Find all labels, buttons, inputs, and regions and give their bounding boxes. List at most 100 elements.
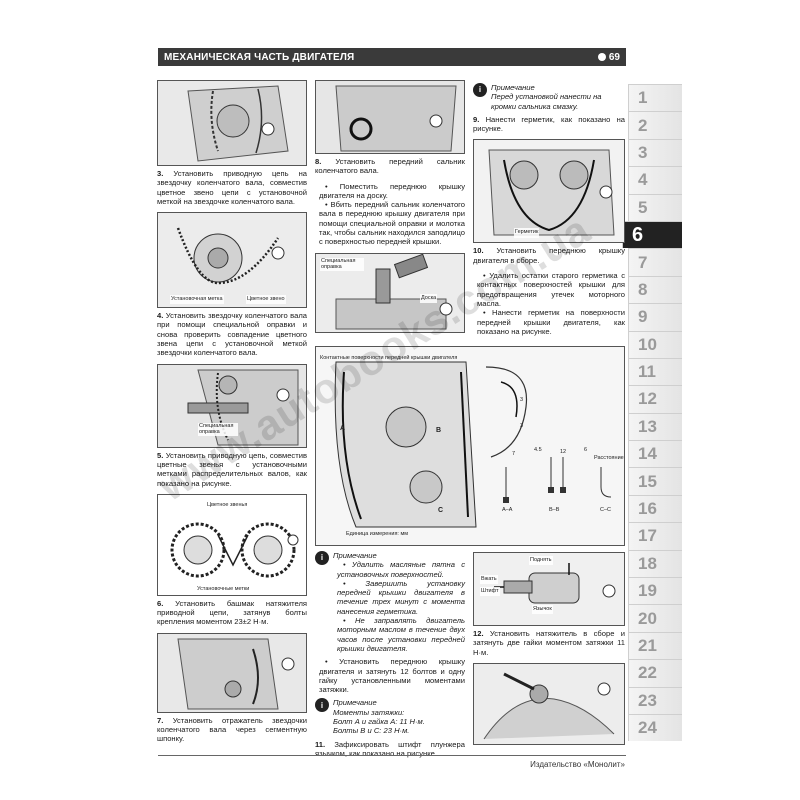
chapter-tab-17[interactable]: 17 xyxy=(628,522,682,550)
figure-sealant: Герметик xyxy=(473,139,625,244)
note-icon: i xyxy=(315,551,329,565)
step-6: 6. Установить башмак натяжителя приводно… xyxy=(157,598,307,627)
lower-middle-text: i Примечание • Удалить масляные пятна с … xyxy=(315,548,465,764)
note-text: Перед установкой нанести на кромки сальн… xyxy=(491,92,602,111)
chapter-tab-14[interactable]: 14 xyxy=(628,440,682,468)
figure-front-cover xyxy=(315,80,465,154)
note-title: Примечание xyxy=(333,551,377,560)
lower-right-column: Поднять Вжать Штифт Язычок 12. Установит… xyxy=(473,552,625,745)
chapter-tab-16[interactable]: 16 xyxy=(628,494,682,523)
step-8: 8. Установить передний сальник коленчато… xyxy=(315,157,465,176)
chapter-tab-8[interactable]: 8 xyxy=(628,275,682,304)
label-b: B xyxy=(436,427,442,434)
torque-bc: Болты В и С: 23 Н·м. xyxy=(333,726,410,736)
step-10-bullet-1: • Удалить остатки старого герметика с ко… xyxy=(477,271,625,308)
step-7: 7. Установить отражатель звездочки колен… xyxy=(157,715,307,744)
note-item-2: • Завершить установку передней крышки дв… xyxy=(337,578,465,616)
publisher: Издательство «Монолит» xyxy=(530,760,625,769)
dim-3b: 3 xyxy=(520,423,524,429)
chapter-tab-7[interactable]: 7 xyxy=(628,248,682,276)
note-title: Примечание xyxy=(333,698,377,708)
label-pin: Штифт xyxy=(480,587,500,597)
step-9: 9. Нанести герметик, как показано на рис… xyxy=(473,114,625,134)
footer-rule xyxy=(158,755,626,756)
torque-title: Моменты затяжки: xyxy=(333,707,405,717)
note-icon: i xyxy=(473,83,487,97)
chapter-tab-9[interactable]: 9 xyxy=(628,303,682,331)
step-8-bullet-2: • Вбить передний сальник коленчатого вал… xyxy=(319,200,465,247)
chapter-tab-10[interactable]: 10 xyxy=(628,330,682,358)
chapter-tab-6[interactable]: 6 xyxy=(622,220,682,249)
note-title: Примечание xyxy=(491,83,535,92)
label-c: C xyxy=(438,507,444,514)
section-c-c: C–C xyxy=(600,507,612,513)
label-lift: Поднять xyxy=(529,556,553,566)
dim-6: 6 xyxy=(584,447,588,453)
label-board: Доска xyxy=(420,293,438,303)
step-12: 12. Установить натяжитель в сборе и затя… xyxy=(473,629,625,657)
figure-tensioner xyxy=(473,662,625,745)
section-title: МЕХАНИЧЕСКАЯ ЧАСТЬ ДВИГАТЕЛЯ xyxy=(164,51,355,63)
dim-3a: 3 xyxy=(520,397,524,403)
page-number: 69 xyxy=(597,51,620,63)
label-tongue: Язычок xyxy=(532,605,553,615)
section-b-b: B–B xyxy=(549,507,560,513)
note-icon: i xyxy=(315,698,329,713)
chapter-tab-4[interactable]: 4 xyxy=(628,166,682,194)
chapter-tab-1[interactable]: 1 xyxy=(628,84,682,112)
figure-sealant-pattern: Контактные поверхности передней крышки д… xyxy=(315,346,625,546)
chapter-tab-24[interactable]: 24 xyxy=(628,713,682,742)
section-a-a: A–A xyxy=(502,507,513,513)
page-header: МЕХАНИЧЕСКАЯ ЧАСТЬ ДВИГАТЕЛЯ 69 xyxy=(158,48,626,66)
torque-a: Болт А и гайка А: 11 Н·м. xyxy=(333,717,425,727)
label-timing-marks: Установочные метки xyxy=(196,584,251,595)
chapter-tab-12[interactable]: 12 xyxy=(628,385,682,413)
label-special-tool: Специальная оправка xyxy=(198,422,238,436)
chapter-tab-15[interactable]: 15 xyxy=(628,467,682,495)
figure-chain-install xyxy=(157,80,307,166)
label-sealant: Герметик xyxy=(514,228,540,238)
chapter-tab-13[interactable]: 13 xyxy=(628,412,682,441)
bullet-icon xyxy=(597,53,606,61)
chapter-tab-22[interactable]: 22 xyxy=(628,659,682,687)
step-10-bullet-3: • Установить переднюю крышку двигателя и… xyxy=(319,657,465,695)
step-10: 10. Установить переднюю крышку двигателя… xyxy=(473,246,625,265)
step-11: 11. Зафиксировать штифт плунжера язычком… xyxy=(315,739,465,758)
note-item-1: • Удалить масляные пятна с установочных … xyxy=(337,560,465,579)
step-4: 4. Установить звездочку коленчатого вала… xyxy=(157,311,307,358)
chapter-tab-23[interactable]: 23 xyxy=(628,686,682,714)
page-number-value: 69 xyxy=(608,51,620,63)
label-contact-surfaces: Контактные поверхности передней крышки д… xyxy=(320,355,458,361)
step-10-bullet-2: • Нанести герметик на поверхности передн… xyxy=(477,308,625,336)
label-timing-mark: Установочная метка xyxy=(170,295,224,305)
label-special-tool-2: Специальная оправка xyxy=(320,257,364,271)
label-colored-link: Цветное звено xyxy=(246,295,286,305)
column-2: 8. Установить передний сальник коленчато… xyxy=(315,80,465,333)
figure-deflector xyxy=(157,632,307,713)
figure-chain-diagram: Цветное звенья Установочные метки xyxy=(157,493,307,596)
note-3: i Примечание Моменты затяжки: Болт А и г… xyxy=(315,698,465,735)
chapter-tab-11[interactable]: 11 xyxy=(628,357,682,386)
step-8-bullet-1: • Поместить переднюю крышку двигателя на… xyxy=(319,181,465,200)
chapter-tab-21[interactable]: 21 xyxy=(628,631,682,660)
note-item-3: • Не заправлять двигатель моторным масло… xyxy=(337,616,465,653)
chapter-tab-18[interactable]: 18 xyxy=(628,549,682,578)
chapter-tab-2[interactable]: 2 xyxy=(628,111,682,139)
dim-7: 7 xyxy=(512,451,516,457)
dim-12: 12 xyxy=(560,449,567,455)
chapter-tab-3[interactable]: 3 xyxy=(628,138,682,167)
chapter-tab-5[interactable]: 5 xyxy=(628,193,682,221)
note-2: i Примечание • Удалить масляные пятна с … xyxy=(315,551,465,653)
figure-seal-install: Специальная оправка Доска xyxy=(315,252,465,333)
label-press: Вжать xyxy=(480,575,498,585)
figure-plunger: Поднять Вжать Штифт Язычок xyxy=(473,552,625,626)
step-3: 3. Установить приводную цепь на звездочк… xyxy=(157,169,307,206)
column-1: 3. Установить приводную цепь на звездочк… xyxy=(157,80,307,750)
chapter-tab-20[interactable]: 20 xyxy=(628,604,682,632)
chapter-tab-19[interactable]: 19 xyxy=(628,577,682,605)
label-distance: Расстояние xyxy=(594,455,624,461)
step-5: 5. Установить приводную цепь, совместив … xyxy=(157,450,307,488)
